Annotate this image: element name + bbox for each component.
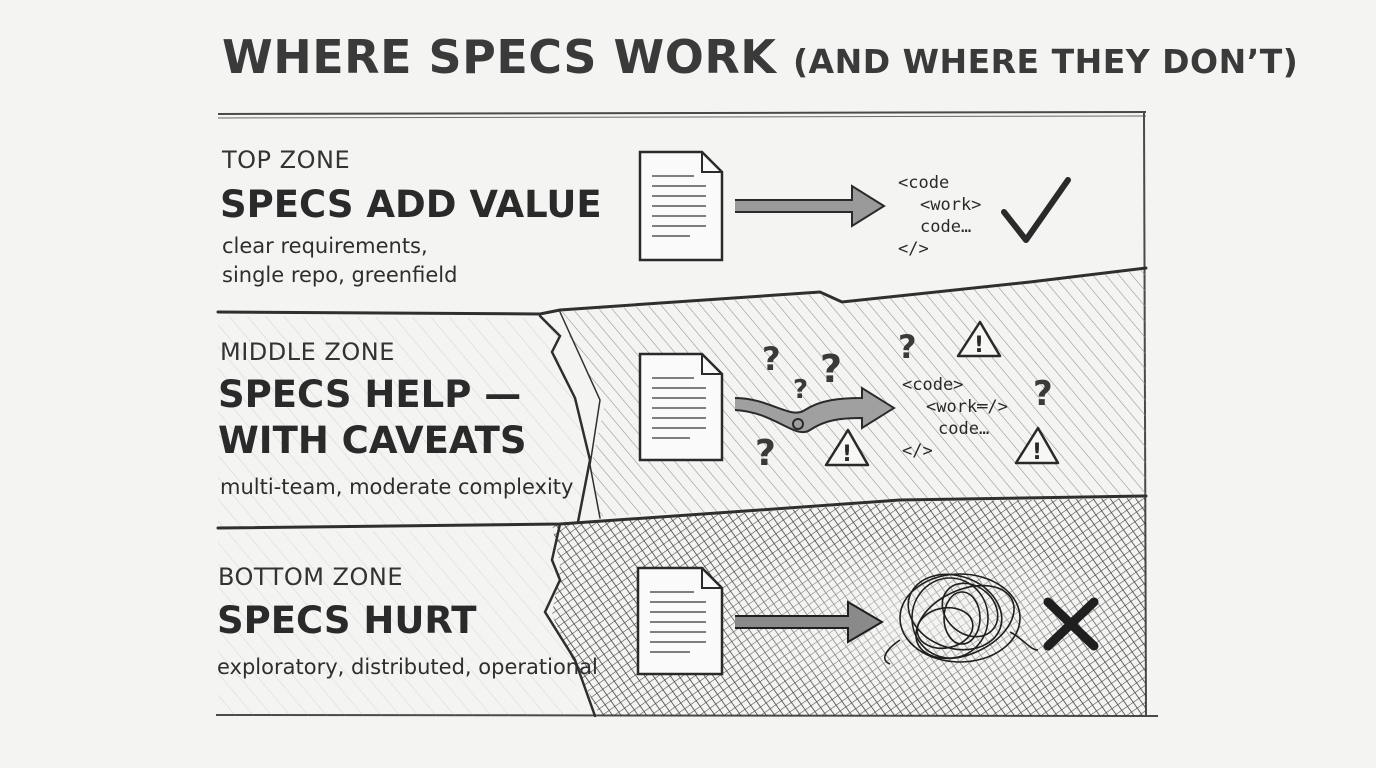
middle-zone-label: MIDDLE ZONE — [220, 338, 395, 366]
svg-text:!: ! — [1032, 440, 1042, 465]
middle-zone-description: multi-team, moderate complexity — [220, 475, 574, 499]
top-zone-code: <code <work> code… </> — [898, 172, 981, 260]
top-zone-description-line: single repo, greenfield — [222, 263, 458, 287]
question-mark-icon: ? — [820, 347, 842, 391]
document-icon — [638, 150, 724, 262]
title-subtitle: (AND WHERE THEY DON’T) — [792, 42, 1299, 81]
middle-zone-graphics: ? ? ? ? ? ? ! ! ! — [638, 320, 1060, 474]
arrow-icon — [734, 386, 896, 433]
code-line: <work═/> — [926, 397, 1008, 417]
bottom-zone-hatch-left — [218, 530, 580, 716]
x-icon — [1043, 597, 1099, 651]
code-line: code… — [920, 217, 972, 237]
question-mark-icon: ? — [1033, 374, 1053, 414]
top-zone-graphics — [638, 150, 1071, 262]
code-line: <work> — [920, 195, 982, 215]
question-mark-icon: ? — [898, 328, 917, 366]
warning-icon: ! — [956, 320, 1002, 358]
zone-separators — [216, 266, 1148, 718]
middle-zone-heading-line: SPECS HELP — — [218, 373, 522, 416]
middle-zone-hatch-left — [218, 316, 585, 528]
question-mark-icon: ? — [762, 340, 781, 378]
bottom-zone-label: BOTTOM ZONE — [218, 563, 404, 591]
bottom-zone-heading: SPECS HURT — [217, 599, 477, 642]
bottom-zone-description: exploratory, distributed, operational — [217, 655, 598, 679]
top-zone-description-line: clear requirements, — [222, 234, 428, 258]
document-icon — [638, 352, 724, 462]
code-line: <code> — [902, 375, 964, 395]
question-mark-icon: ? — [755, 433, 776, 474]
tangled-scribble-icon — [884, 573, 1039, 665]
code-line: code… — [938, 419, 990, 439]
title-main: WHERE SPECS WORK — [222, 30, 777, 84]
warning-icon: ! — [824, 428, 870, 467]
code-line: <code — [898, 173, 950, 193]
arrow-icon — [735, 184, 886, 228]
top-zone-description: clear requirements, single repo, greenfi… — [222, 232, 457, 290]
middle-zone-heading-line: WITH CAVEATS — [218, 419, 527, 462]
page-title: WHERE SPECS WORK (AND WHERE THEY DON’T) — [222, 30, 1298, 84]
document-icon — [636, 566, 724, 676]
middle-zone-heading: SPECS HELP — WITH CAVEATS — [218, 372, 527, 464]
arrow-icon — [735, 600, 884, 644]
question-mark-icon: ? — [793, 375, 808, 405]
bottom-zone-graphics — [636, 566, 1099, 676]
svg-text:!: ! — [842, 442, 852, 467]
svg-text:!: ! — [974, 333, 984, 358]
top-zone-label: TOP ZONE — [222, 146, 351, 174]
code-line: </> — [902, 441, 933, 461]
top-zone-heading: SPECS ADD VALUE — [220, 183, 602, 226]
warning-icon: ! — [1014, 426, 1060, 465]
question-marks: ? ? ? ? ? ? — [755, 328, 1053, 474]
check-icon — [1001, 177, 1071, 243]
code-line: </> — [898, 239, 929, 259]
middle-zone-code: <code> <work═/> code… </> — [902, 374, 1008, 462]
